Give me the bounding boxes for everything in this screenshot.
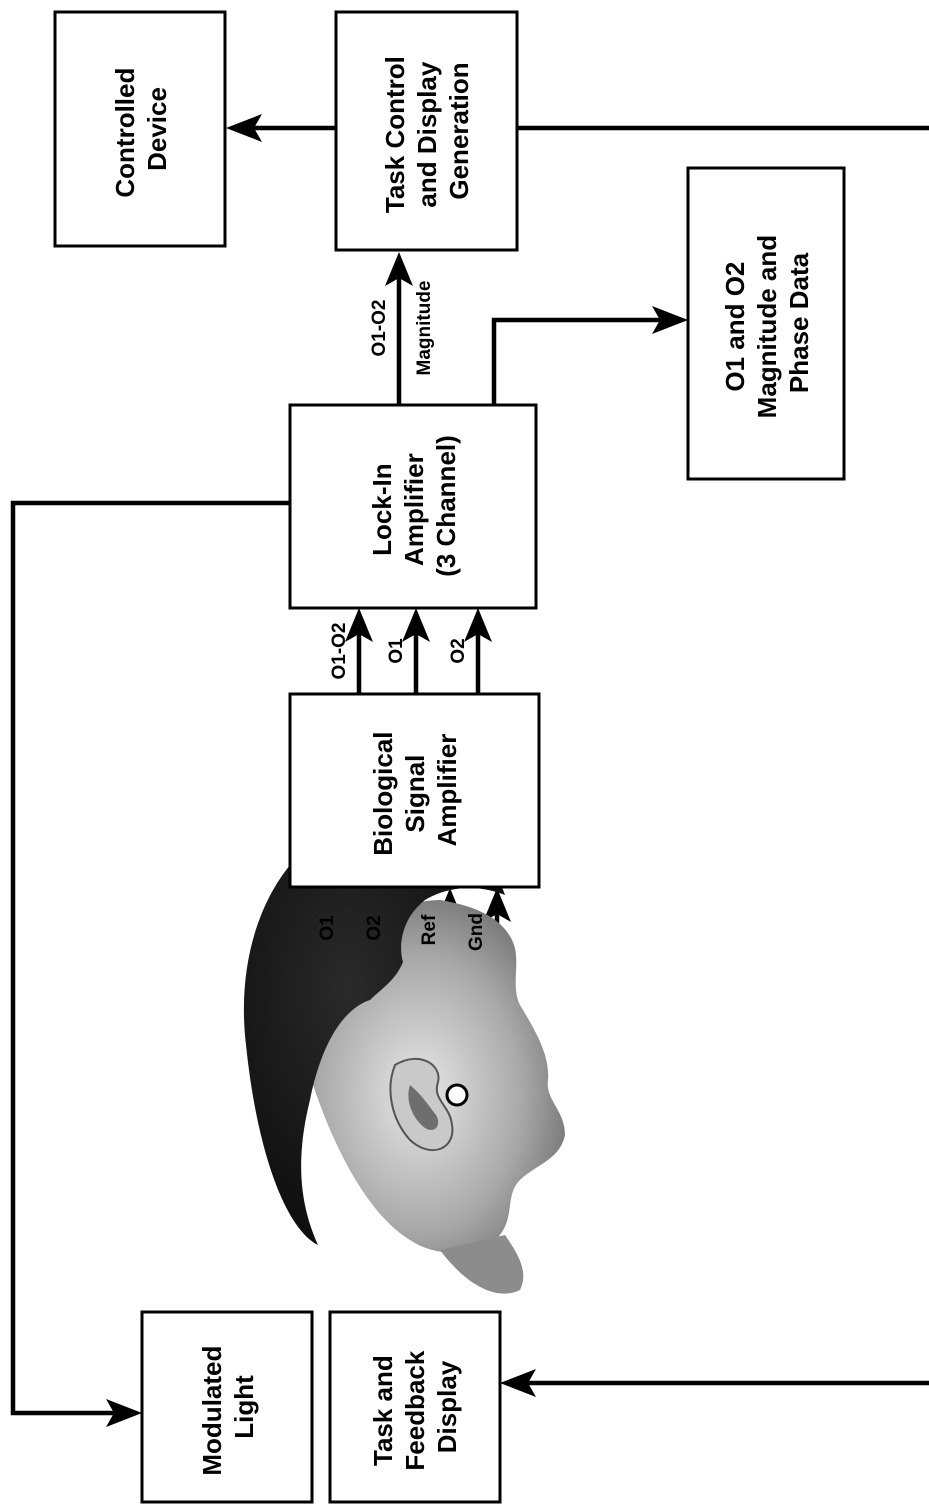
arrow-into-task-control xyxy=(385,252,413,286)
head-illustration xyxy=(243,817,565,1294)
arrow-lockin-o1o2 xyxy=(345,608,373,642)
signal-label-head-o1: O1 xyxy=(317,915,338,941)
o1-o2-data-box xyxy=(686,166,846,481)
task-control-line-3: Generation xyxy=(444,62,474,199)
electrode-ref xyxy=(445,1083,469,1107)
bio-amp-box xyxy=(288,692,541,889)
task-feedback-line-1: Task and xyxy=(368,1355,398,1466)
o1-o2-data-line-3: Phase Data xyxy=(784,252,814,393)
lock-in-line-3: (3 Channel) xyxy=(431,435,461,577)
head-hair xyxy=(243,817,505,1245)
wire-lockin-to-light xyxy=(10,500,290,1416)
arrow-into-feedback-display xyxy=(500,1369,536,1397)
arrow-into-modulated-light xyxy=(106,1399,142,1427)
signal-label-head-gnd: Gnd xyxy=(466,913,487,951)
lock-in-line-2: Amplifier xyxy=(399,453,429,566)
arrow-bio-gnd xyxy=(483,888,511,922)
lock-in-line-1: Lock-In xyxy=(367,463,397,555)
head-neck xyxy=(440,1235,524,1294)
block-lock-in-amplifier: Lock-In Amplifier (3 Channel) xyxy=(288,403,538,610)
lock-in-label: Lock-In Amplifier (3 Channel) xyxy=(367,435,461,577)
wire-lockin-to-data xyxy=(491,317,670,405)
arrow-lockin-o2 xyxy=(464,608,492,642)
block-controlled-device: Controlled Device xyxy=(53,10,227,248)
block-modulated-light: Modulated Light xyxy=(140,1310,314,1504)
head-ear-inner xyxy=(408,1085,439,1130)
bio-amp-line-3: Amplifier xyxy=(432,734,462,847)
modulated-light-line-2: Light xyxy=(229,1375,259,1439)
block-task-feedback-display: Task and Feedback Display xyxy=(328,1310,502,1504)
task-control-label: Task Control and Display Generation xyxy=(380,49,474,213)
task-control-box xyxy=(334,10,519,252)
bio-amp-label: Biological Signal Amplifier xyxy=(368,724,462,855)
modulated-light-box xyxy=(140,1310,314,1504)
signal-label-bio-o1o2: O1-O2 xyxy=(329,622,350,679)
o1-o2-data-line-1: O1 and O2 xyxy=(720,262,750,392)
controlled-device-line-2: Device xyxy=(142,87,172,171)
task-feedback-label: Task and Feedback Display xyxy=(368,1343,462,1470)
task-feedback-line-3: Display xyxy=(432,1360,462,1453)
task-feedback-box xyxy=(328,1310,502,1504)
signal-label-head-o2: O2 xyxy=(364,915,385,940)
signal-labels: O1-O2 Magnitude O1-O2 O1 O2 O1 O2 Ref Gn… xyxy=(317,281,487,952)
signal-label-lockin-magnitude: Magnitude xyxy=(414,281,435,376)
o1-o2-data-label: O1 and O2 Magnitude and Phase Data xyxy=(720,228,814,419)
signal-label-bio-o2: O2 xyxy=(448,638,469,663)
modulated-light-label: Modulated Light xyxy=(197,1338,259,1475)
bio-amp-line-2: Signal xyxy=(400,755,430,833)
controlled-device-box xyxy=(53,10,227,248)
o1-o2-data-line-2: Magnitude and xyxy=(752,235,782,418)
arrow-lockin-o1 xyxy=(402,608,430,642)
block-biological-signal-amplifier: Biological Signal Amplifier xyxy=(288,692,541,889)
controlled-device-label: Controlled Device xyxy=(110,60,172,197)
task-control-line-1: Task Control xyxy=(380,56,410,213)
signal-label-bio-o1: O1 xyxy=(386,638,407,664)
arrow-into-data-block xyxy=(652,306,688,334)
modulated-light-line-1: Modulated xyxy=(197,1346,227,1476)
task-control-line-2: and Display xyxy=(412,61,442,207)
task-feedback-line-2: Feedback xyxy=(400,1350,430,1470)
lock-in-box xyxy=(288,403,538,610)
signal-label-head-ref: Ref xyxy=(419,914,440,945)
block-task-control: Task Control and Display Generation xyxy=(334,10,519,252)
signal-label-lockin-o1o2: O1-O2 xyxy=(369,299,390,356)
bio-amp-line-1: Biological xyxy=(368,731,398,855)
arrow-into-controlled-device xyxy=(226,114,262,142)
controlled-device-line-1: Controlled xyxy=(110,68,140,198)
block-o1-o2-data: O1 and O2 Magnitude and Phase Data xyxy=(686,166,846,481)
